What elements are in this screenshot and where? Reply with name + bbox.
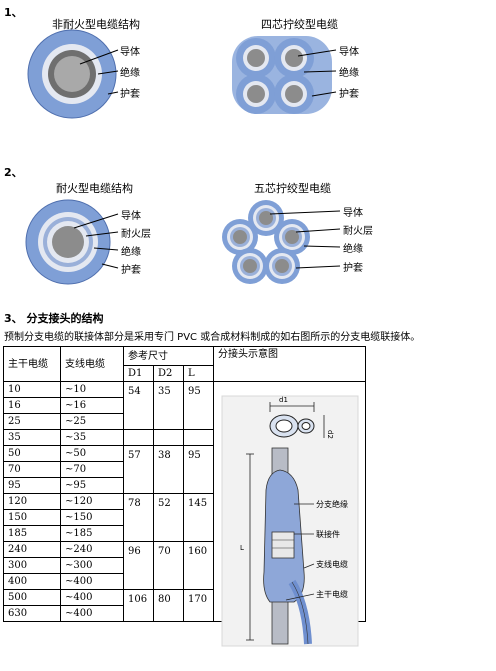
l-cell: 95: [183, 381, 214, 430]
branch-size-cell: ~400: [60, 573, 124, 590]
branch-size-cell: ~150: [60, 509, 124, 526]
label-branch-insulation: 分支绝缘: [316, 499, 348, 509]
label-branch-cable: 支线电缆: [316, 559, 348, 569]
main-size-cell: 25: [3, 413, 61, 430]
d1-cell: [123, 429, 154, 446]
branch-size-cell: ~95: [60, 477, 124, 494]
section-2-number: 2、: [4, 166, 23, 179]
main-size-cell: 500: [3, 589, 61, 606]
four-core-cable-cross-section: [232, 36, 337, 114]
non-fire-cable-cross-section: [27, 29, 119, 119]
label-insulation: 绝缘: [121, 247, 141, 258]
label-fire-layer: 耐火层: [121, 229, 151, 240]
l-cell: [183, 429, 214, 446]
d1-cell: 96: [123, 541, 154, 590]
label-sheath: 护套: [343, 263, 363, 274]
l-cell: 145: [183, 493, 214, 542]
header-reference-size: 参考尺寸: [123, 346, 214, 366]
label-sheath: 护套: [121, 265, 141, 276]
fire-resistant-cable-cross-section: [25, 199, 119, 285]
branch-joint-diagram: d1 d2 L 分支绝缘 联接件 支线电缆 主干电缆: [221, 395, 359, 647]
label-conductor: 导体: [339, 47, 359, 58]
dim-d1: d1: [279, 396, 288, 404]
branch-size-cell: ~300: [60, 557, 124, 574]
d2-cell: 70: [153, 541, 184, 590]
spec-table: 主干电缆 支线电缆 参考尺寸 分接头示意图 D1 D2 L 10 ~10 54 …: [3, 346, 366, 647]
header-branch-cable: 支线电缆: [60, 346, 124, 382]
label-insulation: 绝缘: [120, 68, 140, 79]
section-3-heading: 3、 分支接头的结构: [4, 312, 104, 325]
branch-size-cell: ~35: [60, 429, 124, 446]
header-d1: D1: [123, 365, 154, 382]
main-size-cell: 120: [3, 493, 61, 510]
d1-cell: 54: [123, 381, 154, 430]
label-sheath: 护套: [339, 89, 359, 100]
diagram-title-fire-resistant: 耐火型电缆结构: [56, 182, 133, 195]
main-size-cell: 630: [3, 605, 61, 622]
branch-size-cell: ~400: [60, 589, 124, 606]
branch-size-cell: ~25: [60, 413, 124, 430]
main-size-cell: 10: [3, 381, 61, 398]
main-size-cell: 35: [3, 429, 61, 446]
d2-cell: 35: [153, 381, 184, 430]
label-conductor: 导体: [121, 211, 141, 222]
branch-size-cell: ~50: [60, 445, 124, 462]
l-cell: 95: [183, 445, 214, 494]
label-insulation: 绝缘: [343, 244, 363, 255]
branch-size-cell: ~240: [60, 541, 124, 558]
d2-cell: [153, 429, 184, 446]
l-cell: 170: [183, 589, 214, 622]
branch-size-cell: ~400: [60, 605, 124, 622]
branch-joint-diagram-cell: d1 d2 L 分支绝缘 联接件 支线电缆 主干电缆: [213, 381, 366, 647]
section-3-paragraph: 预制分支电缆的联接体部分是采用专门 PVC 或合成材料制成的如右图所示的分支电缆…: [4, 332, 421, 343]
label-insulation: 绝缘: [339, 68, 359, 79]
label-main-cable: 主干电缆: [316, 589, 348, 599]
main-size-cell: 95: [3, 477, 61, 494]
main-size-cell: 185: [3, 525, 61, 542]
label-conductor: 导体: [343, 208, 363, 219]
branch-size-cell: ~185: [60, 525, 124, 542]
label-connector: 联接件: [316, 529, 340, 539]
d2-cell: 38: [153, 445, 184, 494]
d1-cell: 57: [123, 445, 154, 494]
branch-size-cell: ~16: [60, 397, 124, 414]
main-size-cell: 150: [3, 509, 61, 526]
five-core-cable-cross-section: [222, 200, 341, 284]
main-size-cell: 240: [3, 541, 61, 558]
diagram-title-four-core: 四芯拧绞型电缆: [261, 18, 338, 31]
header-main-cable: 主干电缆: [3, 346, 61, 382]
header-diagram: 分接头示意图: [213, 346, 366, 382]
header-d2: D2: [153, 365, 184, 382]
section-1-number: 1、: [4, 6, 23, 19]
d1-cell: 78: [123, 493, 154, 542]
main-size-cell: 300: [3, 557, 61, 574]
l-cell: 160: [183, 541, 214, 590]
branch-size-cell: ~10: [60, 381, 124, 398]
branch-size-cell: ~120: [60, 493, 124, 510]
diagram-title-non-fire: 非耐火型电缆结构: [52, 18, 140, 31]
label-sheath: 护套: [120, 89, 140, 100]
d1-cell: 106: [123, 589, 154, 622]
d2-cell: 80: [153, 589, 184, 622]
dim-l: L: [240, 544, 244, 552]
d2-cell: 52: [153, 493, 184, 542]
main-size-cell: 70: [3, 461, 61, 478]
label-conductor: 导体: [120, 47, 140, 58]
branch-size-cell: ~70: [60, 461, 124, 478]
dim-d2: d2: [326, 430, 334, 439]
main-size-cell: 16: [3, 397, 61, 414]
label-fire-layer: 耐火层: [343, 226, 373, 237]
diagram-title-five-core: 五芯拧绞型电缆: [254, 182, 331, 195]
header-l: L: [183, 365, 214, 382]
main-size-cell: 400: [3, 573, 61, 590]
main-size-cell: 50: [3, 445, 61, 462]
